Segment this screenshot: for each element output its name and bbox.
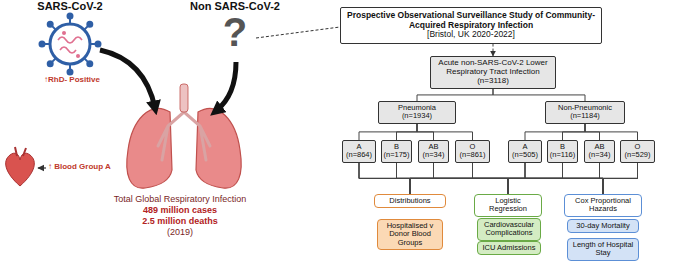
study-box: Prospective Observational Surveillance S… (340, 7, 602, 44)
node-text: Hospitalised v Donor Blood Groups (380, 222, 440, 247)
analysis-item: 30-day Mortality (567, 219, 639, 233)
node-text: (n=861) (457, 151, 488, 159)
node-text: AB (586, 143, 613, 151)
connector (493, 89, 585, 101)
connector (410, 163, 638, 194)
annotation-label: ↑ Blood Group A (48, 163, 122, 172)
annotation-label: Total Global Respiratory Infection (80, 195, 280, 205)
annotation-label: Non SARS-CoV-2 (188, 0, 282, 12)
node-text: (n=864) (344, 151, 374, 159)
annotation-label: ↑RhD- Positive (34, 76, 110, 85)
node-text: [Bristol, UK 2020-2022] (345, 30, 597, 40)
blood-group-box: A(n=505) (508, 140, 542, 163)
node-text: 30-day Mortality (570, 222, 636, 230)
pointer-arrow (38, 167, 46, 168)
cohort-box: Acute non-SARS-CoV-2 Lower Respiratory T… (430, 56, 556, 89)
node-text: O (622, 143, 653, 151)
analysis-header: Logistic Regression (474, 194, 542, 217)
annotation-label: SARS-CoV-2 (30, 0, 110, 12)
group-box: Non-Pneumonic(n=1184) (545, 101, 625, 124)
node-text: A (344, 143, 374, 151)
blood-group-box: AB(n=34) (584, 140, 615, 163)
blood-group-box: B(n=116) (547, 140, 578, 163)
node-text: (n=34) (420, 151, 447, 159)
node-text: (n=175) (383, 151, 410, 159)
annotation-label: (2019) (80, 228, 280, 238)
blood-group-box: AB(n=34) (418, 140, 449, 163)
connector (417, 89, 493, 101)
analysis-header: Cox Proportional Hazards (564, 194, 642, 217)
node-text: Cardiovascular Complications (480, 221, 538, 238)
node-text: Acute non-SARS-CoV-2 Lower Respiratory T… (434, 59, 552, 77)
annotation-label: 489 million cases (80, 206, 280, 216)
node-text: Logistic Regression (477, 197, 539, 214)
infection-arrow (100, 50, 155, 108)
analysis-item: Hospitalised v Donor Blood Groups (377, 219, 443, 250)
node-text: ICU Admissions (480, 244, 538, 252)
analysis-header: Distributions (374, 194, 446, 208)
connector (359, 124, 417, 140)
node-text: A (510, 143, 540, 151)
virus-icon (40, 14, 101, 75)
node-text: Prospective Observational Surveillance S… (345, 11, 597, 30)
connector (397, 124, 418, 140)
node-text: Pneumonia (381, 104, 453, 112)
connector (417, 124, 473, 140)
node-text: (n=3118) (434, 77, 552, 86)
node-text: Distributions (377, 197, 443, 205)
node-text: (n=505) (510, 151, 540, 159)
blood-group-box: O(n=861) (455, 140, 490, 163)
connector (493, 44, 494, 56)
node-text: B (549, 143, 576, 151)
connector (563, 124, 586, 140)
blood-group-box: O(n=529) (620, 140, 655, 163)
connector (585, 124, 638, 140)
node-text: (n=1184) (548, 112, 622, 120)
heart-icon (6, 147, 35, 186)
annotation-label: ? (220, 12, 250, 52)
node-text: Cox Proportional Hazards (567, 197, 639, 214)
infection-arrow (216, 62, 236, 111)
node-text: B (383, 143, 410, 151)
group-box: Pneumonia(n=1934) (378, 101, 456, 124)
node-text: (n=34) (586, 151, 613, 159)
analysis-item: Length of Hospital Stay (567, 238, 639, 261)
connector (508, 163, 638, 194)
node-text: (n=116) (549, 151, 576, 159)
node-text: (n=529) (622, 151, 653, 159)
node-text: Non-Pneumonic (548, 104, 622, 112)
dashed-leader (256, 27, 340, 38)
blood-group-box: B(n=175) (381, 140, 412, 163)
node-text: Length of Hospital Stay (570, 241, 636, 258)
annotation-label: 2.5 million deaths (80, 217, 280, 227)
blood-group-box: A(n=864) (342, 140, 376, 163)
connector (603, 163, 638, 194)
node-text: (n=1934) (381, 112, 453, 120)
node-text: AB (420, 143, 447, 151)
node-text: O (457, 143, 488, 151)
analysis-item: Cardiovascular Complications (477, 218, 541, 241)
connector (525, 124, 585, 140)
analysis-item: ICU Admissions (477, 241, 541, 255)
